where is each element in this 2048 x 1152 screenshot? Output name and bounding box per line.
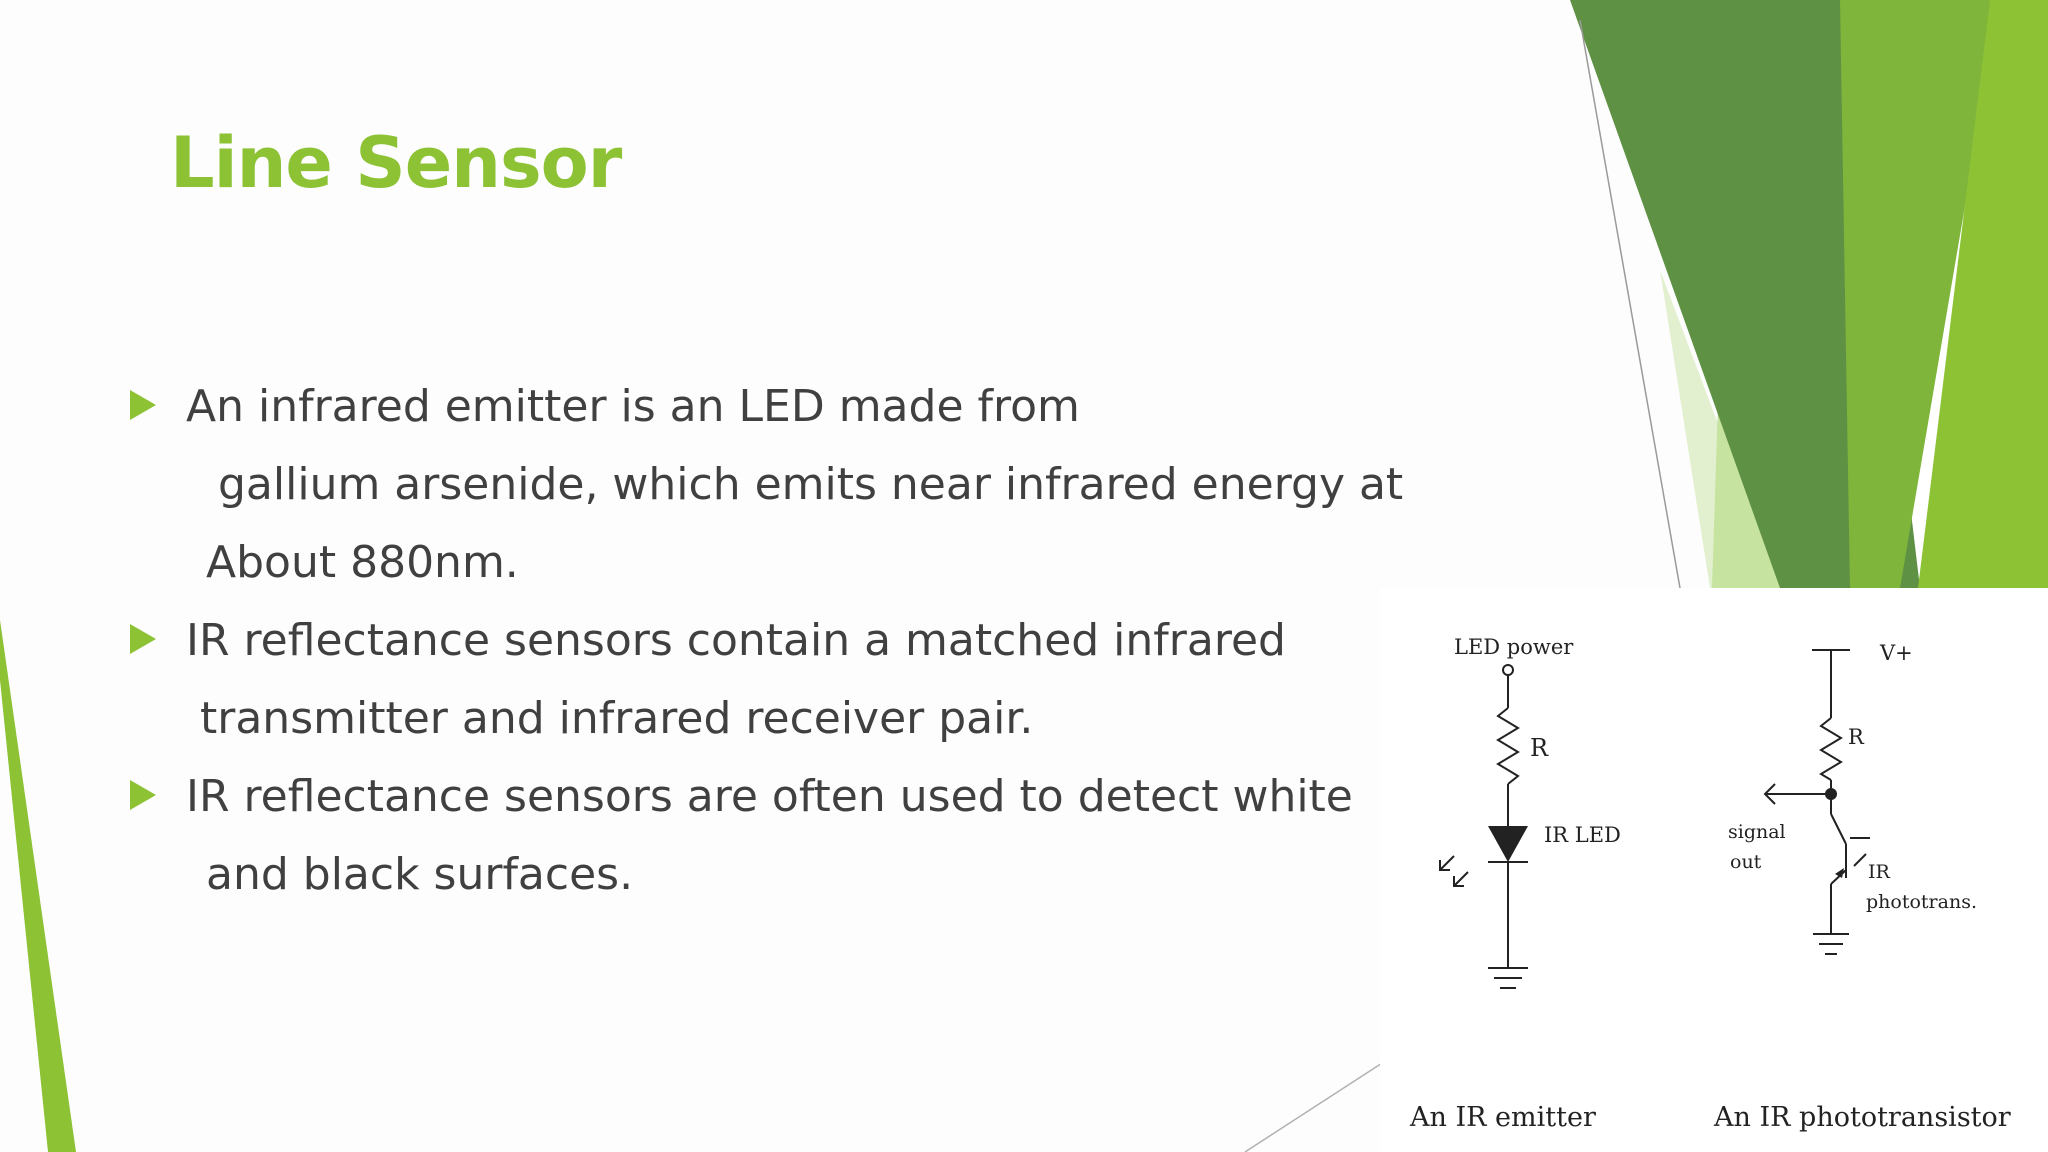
sensor-resistor [1819, 717, 1843, 781]
emitter-arrow [1835, 868, 1844, 878]
bullet-list: An infrared emitter is an LED made from … [130, 368, 1430, 914]
bullet-arrow-icon [130, 780, 156, 810]
bullet-text: IR reflectance sensors contain a matched… [186, 615, 1286, 666]
slide-title: Line Sensor [170, 122, 622, 204]
emitter-resistor-label: R [1530, 734, 1549, 762]
sensor-resistor-label: R [1848, 725, 1865, 749]
bullet-item: IR reflectance sensors are often used to… [130, 758, 1430, 914]
bullet-item: An infrared emitter is an LED made from … [130, 368, 1430, 602]
power-terminal [1502, 664, 1514, 676]
signal-label: signal [1728, 821, 1786, 843]
deco-mid-green [1840, 0, 2000, 588]
device-label: IR [1868, 861, 1891, 883]
ir-led-symbol [1488, 826, 1528, 862]
junction-dot [1825, 788, 1837, 800]
emission-arrow [1439, 855, 1455, 871]
bullet-text: gallium arsenide, which emits near infra… [218, 459, 1404, 510]
deco-left-green [0, 620, 76, 1152]
bullet-arrow-icon [130, 390, 156, 420]
bullet-text: transmitter and infrared receiver pair. [200, 693, 1034, 744]
ir-led-label: IR LED [1544, 823, 1621, 847]
circuit-diagram: LED power R IR LED An IR emitter V+ R si… [1409, 635, 2011, 1133]
bullet-text: An infrared emitter is an LED made from [186, 381, 1080, 432]
phototransistor-caption: An IR phototransistor [1713, 1102, 2011, 1133]
bullet-text: About 880nm. [206, 537, 519, 588]
led-power-label: LED power [1454, 635, 1574, 659]
signal-out-label: out [1730, 851, 1762, 873]
emitter-resistor [1496, 707, 1520, 785]
bullet-text: and black surfaces. [206, 849, 634, 900]
device-label-2: phototrans. [1866, 891, 1977, 913]
signal-out-arrow [1763, 783, 1776, 805]
bullet-text: IR reflectance sensors are often used to… [186, 771, 1353, 822]
deco-bright-green [1918, 0, 2048, 588]
deco-dark-green [1570, 0, 1920, 588]
bullet-arrow-icon [130, 624, 156, 654]
supply-label: V+ [1879, 641, 1913, 665]
circuit-diagram-image: LED power R IR LED An IR emitter V+ R si… [1380, 588, 2048, 1152]
emitter-caption: An IR emitter [1409, 1102, 1596, 1133]
bullet-item: IR reflectance sensors contain a matched… [130, 602, 1430, 758]
deco-thin-line [1579, 19, 1681, 589]
